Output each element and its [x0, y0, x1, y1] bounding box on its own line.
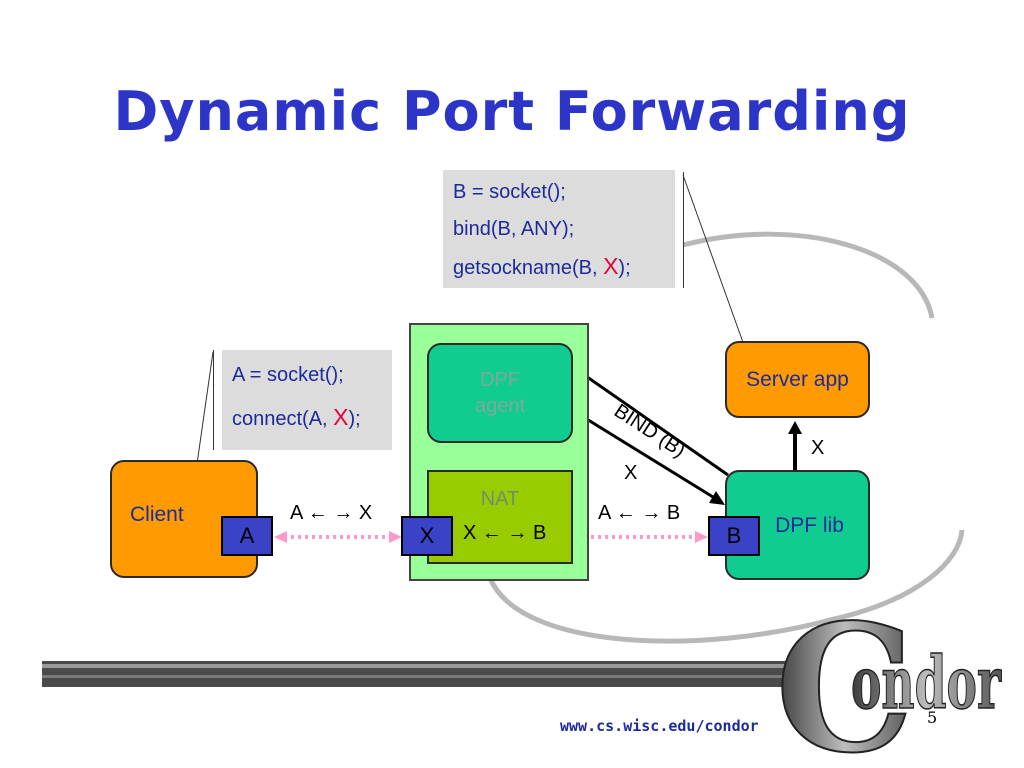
condor-logo: C ondor	[775, 600, 1002, 765]
label-x-lower: X	[624, 462, 638, 484]
svg-text:ondor: ondor	[851, 640, 1002, 725]
client-code-bracket	[213, 350, 214, 450]
nat-title: NAT	[480, 488, 520, 510]
dpf-agent-box: DPF agent	[427, 343, 573, 443]
client-label: Client	[130, 503, 184, 526]
label-a-to-b: A ← → B	[598, 502, 681, 524]
dpf-lib-label: DPF lib	[775, 513, 844, 537]
label-a-to-x: A ← → X	[290, 502, 373, 524]
server-callout-line	[682, 174, 746, 349]
server-code-line-1: B = socket();	[453, 181, 566, 203]
server-code-box: B = socket(); bind(B, ANY); getsockname(…	[443, 170, 675, 288]
port-a: A	[221, 516, 273, 556]
footer-url[interactable]: www.cs.wisc.edu/condor	[560, 717, 759, 735]
client-code-box: A = socket(); connect(A, X);	[222, 350, 392, 450]
network-boundary-curve	[682, 231, 935, 319]
lib-to-app-arrow	[788, 421, 802, 434]
server-app-label: Server app	[746, 368, 849, 391]
nat-mapping: X ← → B	[463, 522, 547, 544]
highlight-x: X	[603, 253, 619, 279]
highlight-x: X	[333, 404, 349, 430]
client-code-line-2: connect(A, X);	[232, 404, 361, 430]
dotted-link-a-b-right	[695, 531, 708, 543]
port-b: B	[708, 516, 760, 556]
network-boundary-curve-lower	[487, 529, 965, 644]
server-code-line-2: bind(B, ANY);	[453, 218, 575, 240]
server-code-bracket	[683, 172, 684, 288]
client-code-line-1: A = socket();	[232, 364, 344, 386]
dotted-link-a-x-right	[389, 531, 402, 543]
server-code-line-3: getsockname(B, X);	[453, 253, 631, 279]
dotted-link-a-x-left	[274, 531, 287, 543]
x-arrow-head	[709, 491, 725, 505]
page-number: 5	[927, 708, 938, 727]
port-x: X	[401, 516, 453, 556]
slide-title: Dynamic Port Forwarding	[113, 80, 911, 143]
svg-text:C: C	[775, 600, 914, 765]
dpf-agent-label: DPF agent	[474, 369, 526, 417]
server-app-box: Server app	[725, 341, 870, 418]
label-x-right: X	[811, 437, 825, 459]
